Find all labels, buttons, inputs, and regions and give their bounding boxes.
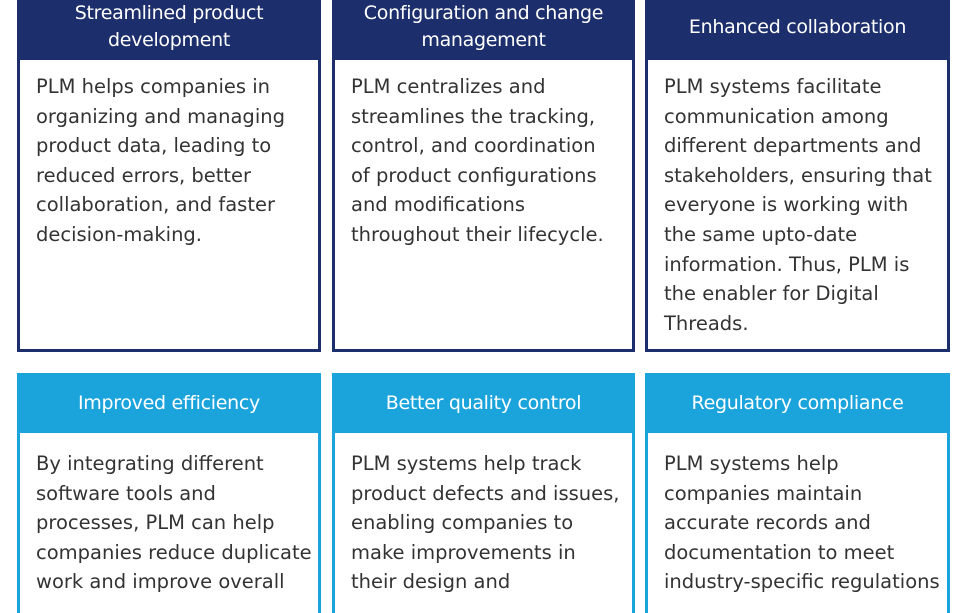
- card-title: Improved efficiency: [20, 373, 318, 433]
- card-regulatory-compliance: Regulatory compliance PLM systems help c…: [645, 373, 950, 613]
- card-title: Enhanced collaboration: [648, 0, 947, 60]
- card-text: PLM systems help track product defects a…: [351, 452, 620, 594]
- card-title: Regulatory compliance: [648, 373, 947, 433]
- card-improved-efficiency: Improved efficiency By integrating diffe…: [17, 373, 321, 613]
- card-text: PLM systems help companies maintain accu…: [664, 452, 940, 594]
- card-title: Configuration and change management: [335, 0, 632, 60]
- card-title: Better quality control: [335, 373, 632, 433]
- card-title: Streamlined product development: [20, 0, 318, 60]
- card-text: PLM centralizes and streamlines the trac…: [351, 75, 604, 246]
- card-configuration-change-management: Configuration and change management PLM …: [332, 0, 635, 352]
- card-better-quality-control: Better quality control PLM systems help …: [332, 373, 635, 613]
- card-text: By integrating different software tools …: [36, 452, 312, 594]
- card-text: PLM systems facilitate communication amo…: [664, 75, 932, 335]
- card-streamlined-product-development: Streamlined product development PLM help…: [17, 0, 321, 352]
- card-text: PLM helps companies in organizing and ma…: [36, 75, 285, 246]
- card-enhanced-collaboration: Enhanced collaboration PLM systems facil…: [645, 0, 950, 352]
